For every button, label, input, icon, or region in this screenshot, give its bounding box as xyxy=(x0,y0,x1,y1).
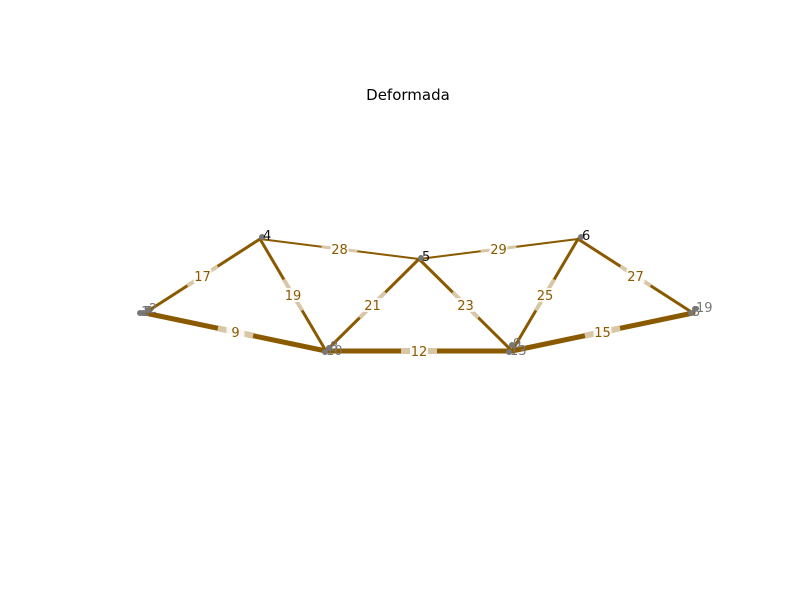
member-label-bg xyxy=(536,288,554,302)
member-17 xyxy=(143,237,262,315)
node-marker xyxy=(326,345,332,351)
member-label: 17 xyxy=(194,270,211,285)
node-9 xyxy=(509,342,515,348)
nodes-layer xyxy=(137,234,698,355)
node-label: 3 xyxy=(692,305,700,320)
member-label: 29 xyxy=(490,243,507,258)
member-19 xyxy=(258,237,328,353)
member-label-bg xyxy=(456,298,475,312)
node-label: 5 xyxy=(422,250,430,265)
member-label: 9 xyxy=(231,326,239,341)
node-marker xyxy=(509,342,515,348)
member-label-bg xyxy=(593,325,612,339)
node-label: 6 xyxy=(582,229,590,244)
member-9 xyxy=(142,310,329,354)
member-label: 19 xyxy=(285,289,302,304)
member-15 xyxy=(509,310,696,354)
member-label-bg xyxy=(330,242,349,256)
member-label: 25 xyxy=(537,289,554,304)
node-8 xyxy=(326,345,332,351)
member-label: 12 xyxy=(411,345,428,360)
member-21 xyxy=(324,257,421,353)
node-label: 2 xyxy=(149,302,157,317)
member-label-bg xyxy=(410,344,428,358)
node-label: 19 xyxy=(696,301,713,316)
node-10 xyxy=(322,349,328,355)
node-19n xyxy=(692,306,698,312)
node-marker xyxy=(578,234,584,240)
node-marker xyxy=(692,306,698,312)
member-label-bg xyxy=(626,269,645,283)
member-25 xyxy=(510,237,580,353)
diagram-title: Deformada xyxy=(366,86,450,104)
node-label: 9 xyxy=(513,337,521,352)
node-marker xyxy=(145,307,151,313)
member-label-bg xyxy=(489,242,508,256)
node-label: 8 xyxy=(330,340,338,355)
node-2 xyxy=(145,307,151,313)
node-label: 10 xyxy=(326,344,343,359)
node-label: 7 xyxy=(144,305,152,320)
member-label-bg xyxy=(193,269,212,283)
member-label: 21 xyxy=(364,299,381,314)
node-marker xyxy=(418,255,424,261)
node-13 xyxy=(506,349,512,355)
node-6 xyxy=(578,234,584,240)
member-29 xyxy=(418,238,579,260)
member-23 xyxy=(417,257,514,353)
member-label-bg xyxy=(284,288,302,302)
node-7 xyxy=(140,310,146,316)
node-4 xyxy=(259,234,265,240)
node-marker xyxy=(140,310,146,316)
node-5 xyxy=(418,255,424,261)
node-3 xyxy=(688,310,694,316)
node-label: 1 xyxy=(141,305,149,320)
member-label-bg xyxy=(226,325,245,339)
member-label-bg xyxy=(363,298,382,312)
member-12 xyxy=(323,344,515,358)
node-label: 4 xyxy=(263,229,271,244)
node-marker xyxy=(259,234,265,240)
member-28 xyxy=(259,238,420,260)
member-label: 27 xyxy=(627,270,644,285)
member-27 xyxy=(576,237,695,315)
node-marker xyxy=(506,349,512,355)
node-marker xyxy=(688,310,694,316)
node-marker xyxy=(322,349,328,355)
members-layer xyxy=(142,237,696,358)
member-label: 15 xyxy=(594,326,611,341)
member-label: 28 xyxy=(331,243,348,258)
node-label: 13 xyxy=(510,344,527,359)
member-label: 23 xyxy=(457,299,474,314)
